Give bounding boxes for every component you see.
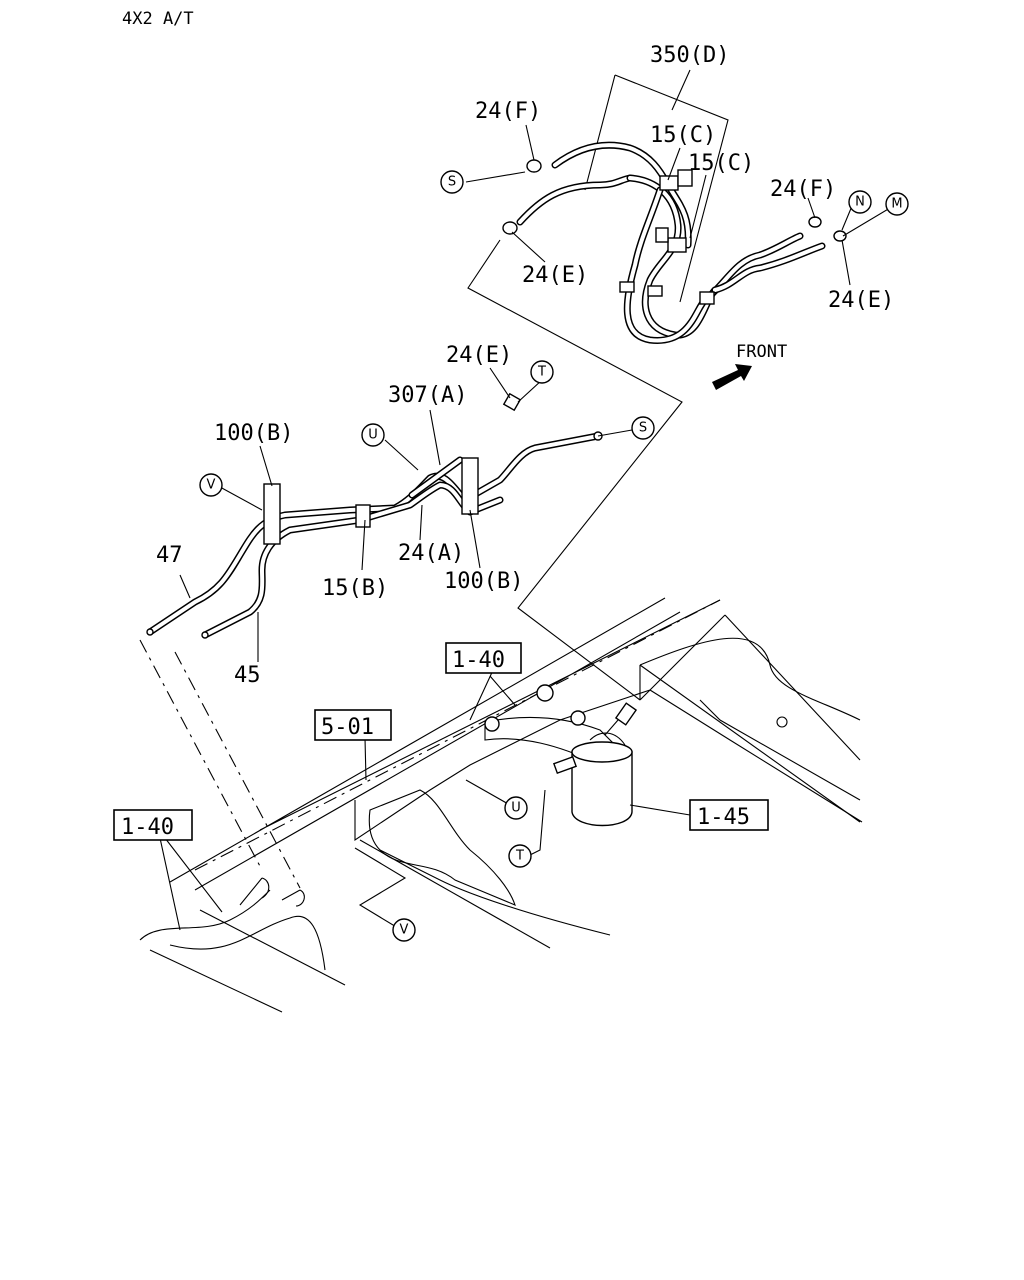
label-24A: 24(A) (398, 541, 464, 566)
ref-box-1-45[interactable]: 1-45 (689, 799, 769, 831)
connector-V-low: V (392, 918, 416, 942)
fuel-filter (484, 684, 638, 827)
connector-M: M (885, 192, 909, 216)
label-15B: 15(B) (322, 576, 388, 601)
svg-text:V: V (207, 478, 216, 493)
connector-U-low: U (504, 796, 528, 820)
label-307A: 307(A) (388, 383, 467, 408)
svg-text:1-45: 1-45 (697, 805, 750, 830)
connector-N: N (848, 190, 872, 214)
mid-leaders (179, 367, 633, 662)
label-47: 47 (156, 543, 183, 568)
svg-text:S: S (639, 421, 647, 436)
connector-V-mid: V (199, 473, 223, 497)
label-24F-top: 24(F) (475, 99, 541, 124)
front-arrow-icon (712, 364, 752, 390)
connector-S-top: S (440, 170, 464, 194)
lower-leaders (159, 675, 691, 931)
connector-T-mid: T (530, 360, 554, 384)
svg-text:T: T (537, 365, 546, 380)
routing-line-47 (139, 639, 263, 871)
label-100B-right: 100(B) (444, 569, 523, 594)
label-15C-b: 15(C) (688, 151, 754, 176)
svg-text:N: N (855, 195, 865, 210)
label-45: 45 (234, 663, 261, 688)
connector-U-mid: U (361, 423, 385, 447)
front-label: FRONT (736, 342, 787, 362)
label-24E-top: 24(E) (522, 263, 588, 288)
top-leaders (465, 69, 891, 286)
detail-frame-top (467, 74, 729, 701)
svg-text:M: M (891, 197, 902, 212)
svg-text:5-01: 5-01 (321, 715, 374, 740)
label-15C-a: 15(C) (650, 123, 716, 148)
label-350D: 350(D) (650, 43, 729, 68)
svg-text:S: S (448, 175, 456, 190)
label-24F-right: 24(F) (770, 177, 836, 202)
top-hose-assembly (502, 141, 847, 344)
ref-box-5-01[interactable]: 5-01 (314, 709, 392, 741)
label-24E-right: 24(E) (828, 288, 894, 313)
svg-text:U: U (511, 801, 521, 816)
variant-header: 4X2 A/T (122, 9, 194, 29)
label-100B-left: 100(B) (214, 421, 293, 446)
mid-pipe-assembly (146, 392, 603, 639)
connector-S-mid: S (631, 416, 655, 440)
svg-text:V: V (400, 923, 409, 938)
svg-text:T: T (515, 849, 524, 864)
svg-text:1-40: 1-40 (121, 815, 174, 840)
label-24E-mid: 24(E) (446, 343, 512, 368)
svg-text:U: U (368, 428, 378, 443)
ref-box-1-40-left[interactable]: 1-40 (113, 809, 193, 841)
svg-text:1-40: 1-40 (452, 648, 505, 673)
ref-box-1-40-mid[interactable]: 1-40 (445, 642, 522, 674)
connector-T-low: T (508, 844, 532, 868)
